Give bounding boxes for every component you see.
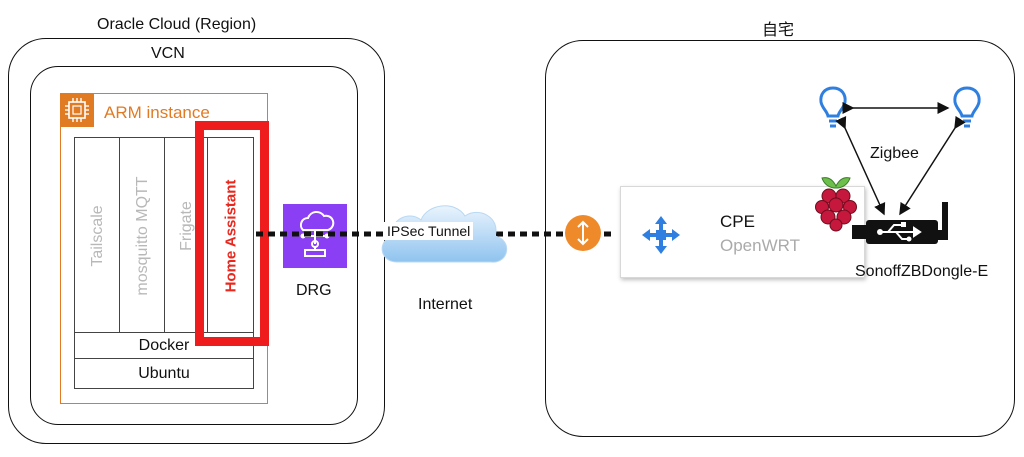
zigbee-link [899,115,966,216]
light-bulb-icon [818,85,848,131]
dongle-label: SonoffZBDongle-E [855,263,989,280]
oracle-cloud-title: Oracle Cloud (Region) [97,16,257,33]
vcn-label: VCN [151,45,185,62]
container-home-assistant: Home Assistant [207,137,254,333]
cpe-title: CPE [720,212,755,231]
home-assistant-highlight [195,121,269,346]
network-hub-icon [638,212,684,258]
ubuntu-layer: Ubuntu [74,358,254,389]
cpe-subtitle: OpenWRT [720,236,800,255]
ipsec-tunnel-label: IPSec Tunnel [384,222,474,240]
arm-instance-label: ARM instance [104,103,210,122]
drg-label: DRG [296,282,332,299]
home-title: 自宅 [762,22,795,39]
internet-label: Internet [418,296,473,313]
home-box [545,40,1015,437]
usb-dongle-icon [852,200,952,252]
ubuntu-label: Ubuntu [138,364,190,382]
router-icon [564,214,602,252]
zigbee-link [835,115,886,216]
docker-label: Docker [138,336,190,354]
vcn-box [30,66,358,425]
container-mosquitto: mosquitto MQTT [119,137,165,333]
cpu-chip-icon [60,93,94,127]
zigbee-label: Zigbee [870,145,919,162]
